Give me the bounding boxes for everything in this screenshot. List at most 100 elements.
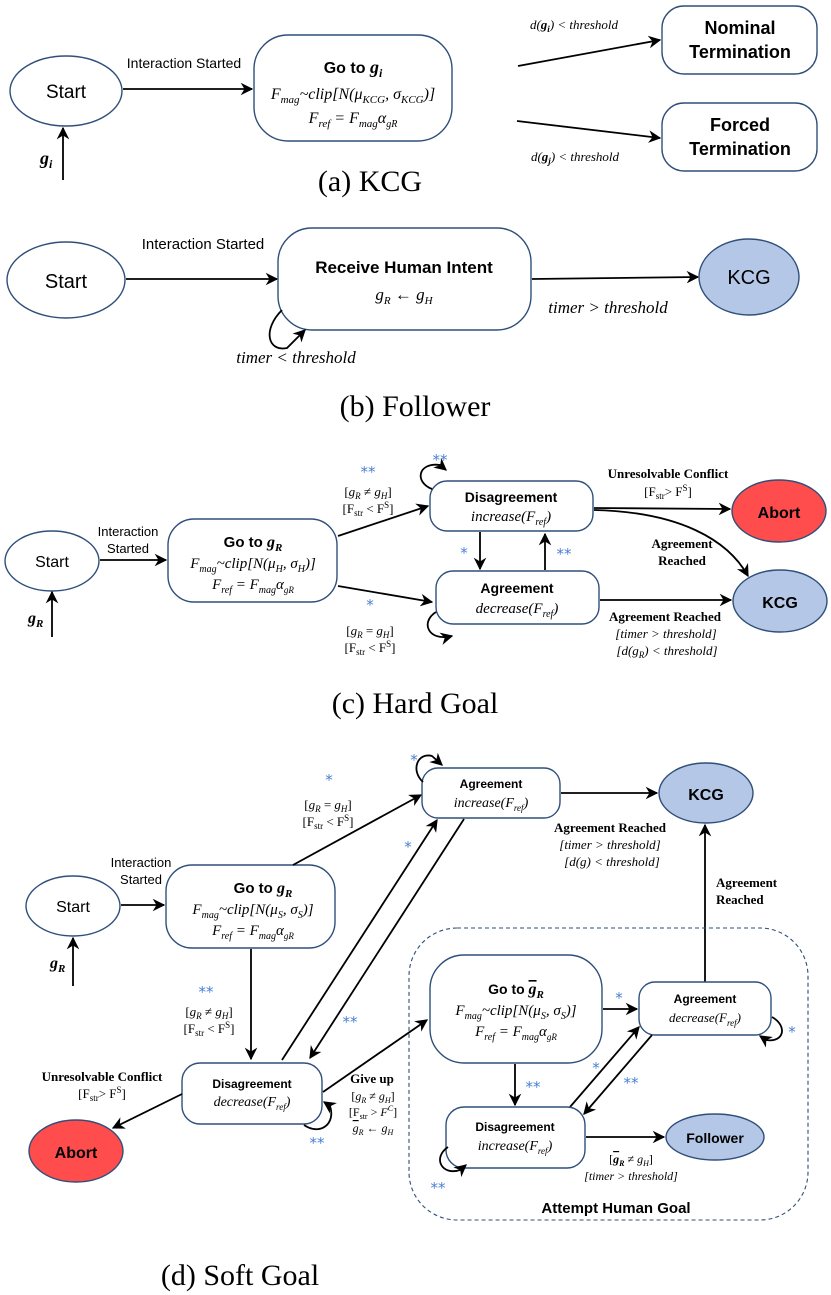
- agr-reached-title: Agreement Reached: [554, 820, 667, 835]
- agr-reached-c2: [d(g) < threshold]: [564, 854, 660, 869]
- kcg-node: [658, 762, 754, 824]
- start-node: [6, 241, 126, 319]
- cond-eq-2: [Fstr < FS]: [303, 813, 354, 831]
- giveup-c3: gR ← gH: [353, 1121, 395, 1137]
- edge-to-agreement: [292, 794, 423, 866]
- star-double: **: [199, 983, 215, 1001]
- star-single-h: *: [615, 989, 623, 1007]
- start-label: Start: [46, 82, 87, 103]
- agr-title: Agreement: [480, 580, 553, 596]
- caption-a: (a) KCG: [318, 165, 422, 198]
- dis-title: Disagreement: [212, 1077, 291, 1091]
- goto-title: Go to gR: [234, 880, 293, 900]
- agr-reached-title: Agreement Reached: [609, 609, 722, 624]
- panel-b-follower: Start Interaction Started Receive Human …: [6, 227, 800, 423]
- agr-reached-c1: [timer > threshold]: [559, 837, 660, 852]
- forced-label-2: Termination: [689, 139, 791, 159]
- goto-title: Go to gi: [324, 57, 383, 80]
- agreement-reached-1: Agreement: [651, 536, 713, 551]
- panel-a-kcg: Start gi Interaction Started Go to gi Fm…: [9, 5, 818, 198]
- star-single-h-loop: *: [788, 1023, 796, 1041]
- kcg-label: KCG: [762, 595, 798, 612]
- edge-label: Interaction Started: [127, 55, 241, 71]
- edge-h-agr-to-dis: [583, 1034, 653, 1115]
- agreement-reached-2: Reached: [658, 553, 706, 568]
- edge-label-1: Interaction: [98, 524, 159, 539]
- agr-self-loop: [415, 752, 443, 783]
- receive-line: gR ← gH: [375, 285, 433, 307]
- giveup-title: Give up: [350, 1071, 394, 1086]
- edge-to-abort: [111, 1093, 183, 1129]
- attempt-human-goal-group: [408, 927, 809, 1221]
- edge-give-up: [322, 1019, 429, 1093]
- star-double: **: [361, 463, 377, 481]
- cond-loop: timer < threshold: [236, 348, 356, 367]
- star-single: *: [366, 596, 374, 614]
- start-label: Start: [35, 554, 69, 571]
- agreement-reached-1: Agreement: [716, 875, 778, 890]
- edge-label-2: Started: [120, 872, 162, 887]
- start-node: [25, 875, 121, 937]
- cond-eq-2: [Fstr < FS]: [345, 639, 396, 657]
- star-double-diag: **: [343, 1013, 359, 1031]
- star-single-diag: *: [404, 838, 412, 856]
- abort-node: [731, 479, 827, 543]
- forced-termination-node: [661, 102, 818, 172]
- panel-d-soft-goal: Start gR Interaction Started Go to gR Fm…: [25, 751, 809, 1292]
- edge-dis-to-agr: [281, 818, 438, 1061]
- h-dis-line: increase(Fref): [478, 1139, 553, 1156]
- goto-node: [167, 518, 338, 603]
- star-single-down: *: [460, 544, 468, 562]
- disagreement-node: [429, 480, 594, 532]
- cond-eq-1: [gR = gH]: [304, 797, 352, 814]
- follower-node: [665, 1113, 765, 1161]
- human-goto-node: [429, 954, 603, 1064]
- h-agr-line: decrease(Fref): [669, 1010, 741, 1028]
- panel-c-hard-goal: Start gR Interaction Started Go to gR Fm…: [4, 451, 828, 720]
- edge-label-2: Started: [107, 541, 149, 556]
- h-dis-self-loop: [439, 1146, 467, 1178]
- caption-b: (b) Follower: [340, 390, 491, 423]
- agr-reached-c1: [timer > threshold]: [615, 626, 716, 641]
- cond-neq-1: [gR ≠ gH]: [185, 1004, 232, 1021]
- agreement-reached-2: Reached: [716, 892, 764, 907]
- star-double-up: **: [557, 545, 573, 563]
- star-single-h-diag: *: [592, 1059, 600, 1077]
- cond-exit: timer > threshold: [548, 298, 668, 317]
- edge-agr-to-dis: [309, 818, 465, 1060]
- dis-self-loop: [419, 457, 447, 490]
- unresolvable-title: Unresolvable Conflict: [608, 466, 729, 481]
- human-group-label: Attempt Human Goal: [541, 1200, 690, 1217]
- forced-label-1: Forced: [710, 115, 770, 135]
- agr-line: increase(Fref): [454, 796, 529, 813]
- cond-neq-2: [Fstr < FS]: [184, 1020, 235, 1038]
- receive-title: Receive Human Intent: [315, 258, 493, 277]
- self-loop: [268, 309, 306, 350]
- star-single-loop: *: [410, 751, 418, 769]
- agreement-node: [435, 570, 600, 625]
- start-node: [9, 55, 123, 127]
- kcg-node: [698, 238, 800, 316]
- h-goto-title: Go to gR: [488, 981, 544, 1001]
- input-label: gi: [39, 148, 53, 171]
- dis-line: decrease(Fref): [214, 1095, 291, 1112]
- star-double-loop: **: [433, 451, 449, 469]
- star-double-h-diag: **: [624, 1074, 640, 1092]
- goto-line1: Fmag~clip[N(μKCG, σKCG)]: [270, 86, 435, 106]
- input-label: gR: [49, 955, 65, 975]
- h-agr-title: Agreement: [674, 992, 737, 1006]
- h-goto-line1: Fmag~clip[N(μS, σS)]: [454, 1003, 576, 1022]
- star-double-h: **: [526, 1078, 542, 1096]
- goto-line1: Fmag~clip[N(μS, σS)]: [191, 902, 313, 921]
- edge-to-agreement: [337, 585, 434, 607]
- goto-node: [165, 864, 336, 949]
- cond-nominal: d(gi) < threshold: [530, 17, 619, 34]
- nominal-label-2: Termination: [689, 42, 791, 62]
- abort-label: Abort: [758, 505, 801, 522]
- caption-c: (c) Hard Goal: [332, 687, 499, 720]
- input-label: gR: [27, 610, 43, 630]
- dis-line: increase(Fref): [471, 509, 551, 528]
- follower-label: Follower: [686, 1130, 744, 1146]
- abort-label: Abort: [55, 1145, 98, 1162]
